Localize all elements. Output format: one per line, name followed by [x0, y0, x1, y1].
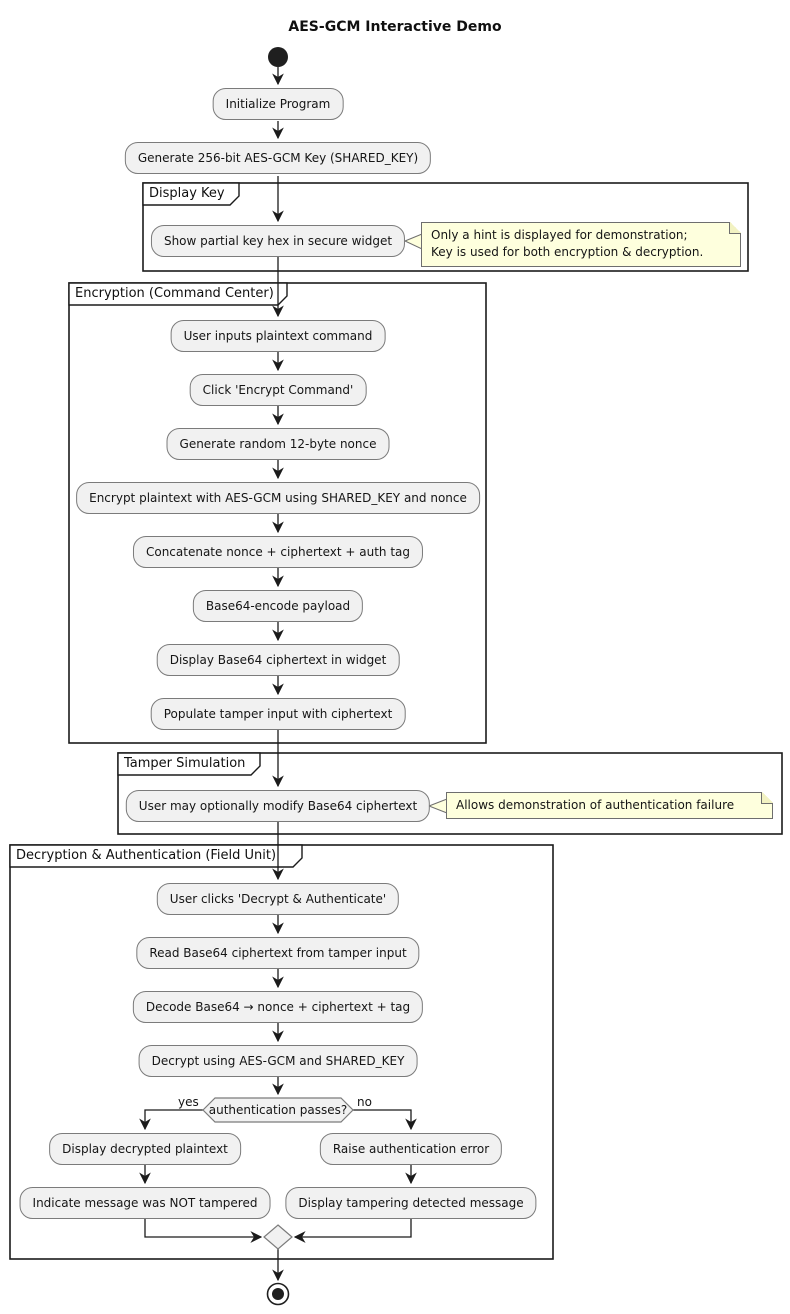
- start-node: [268, 47, 288, 67]
- partition-decryption-tab: [9, 844, 303, 868]
- activity-display-ciphertext: Display Base64 ciphertext in widget: [156, 644, 400, 676]
- partition-label-display-key: Display Key: [149, 186, 225, 201]
- merge-diamond: [263, 1224, 293, 1250]
- activity-show-partial-key: Show partial key hex in secure widget: [150, 225, 406, 257]
- partition-label-decryption: Decryption & Authentication (Field Unit): [16, 848, 277, 863]
- activity-decrypt: Decrypt using AES-GCM and SHARED_KEY: [138, 1045, 418, 1077]
- activity-initialize-program: Initialize Program: [212, 88, 344, 120]
- activity-modify-ciphertext: User may optionally modify Base64 cipher…: [125, 790, 431, 822]
- activity-populate-tamper: Populate tamper input with ciphertext: [150, 698, 406, 730]
- decision-hexagon: [202, 1097, 354, 1123]
- activity-concatenate: Concatenate nonce + ciphertext + auth ta…: [132, 536, 424, 568]
- note-tamper-demo: Allows demonstration of authentication f…: [446, 792, 773, 820]
- branch-no-label: no: [357, 1095, 372, 1109]
- activity-click-encrypt: Click 'Encrypt Command': [189, 374, 367, 406]
- partition-label-encryption: Encryption (Command Center): [75, 286, 274, 301]
- end-node-dot: [272, 1288, 284, 1300]
- branch-yes-label: yes: [178, 1095, 199, 1109]
- partition-encryption-tab: [68, 282, 288, 306]
- activity-click-decrypt: User clicks 'Decrypt & Authenticate': [156, 883, 400, 915]
- decision-condition-label: authentication passes?: [208, 1103, 348, 1117]
- note-key-hint: Only a hint is displayed for demonstrati…: [421, 222, 741, 267]
- activity-base64-encode: Base64-encode payload: [192, 590, 364, 622]
- partition-display-key-tab: [142, 182, 240, 206]
- partition-label-tamper: Tamper Simulation: [124, 756, 246, 771]
- partition-tamper-tab: [117, 752, 261, 776]
- flow-arrows: [139, 67, 417, 1282]
- activity-raise-error: Raise authentication error: [319, 1133, 503, 1165]
- activity-read-ciphertext: Read Base64 ciphertext from tamper input: [136, 937, 420, 969]
- activity-display-plaintext: Display decrypted plaintext: [49, 1133, 241, 1165]
- activity-decode-base64: Decode Base64 → nonce + ciphertext + tag: [132, 991, 424, 1023]
- activity-display-tampering: Display tampering detected message: [285, 1187, 537, 1219]
- activity-generate-key: Generate 256-bit AES-GCM Key (SHARED_KEY…: [124, 142, 432, 174]
- activity-indicate-not-tampered: Indicate message was NOT tampered: [19, 1187, 271, 1219]
- activity-encrypt-plaintext: Encrypt plaintext with AES-GCM using SHA…: [76, 482, 480, 514]
- activity-user-inputs: User inputs plaintext command: [170, 320, 386, 352]
- diagram-title: AES-GCM Interactive Demo: [288, 19, 502, 35]
- activity-generate-nonce: Generate random 12-byte nonce: [166, 428, 390, 460]
